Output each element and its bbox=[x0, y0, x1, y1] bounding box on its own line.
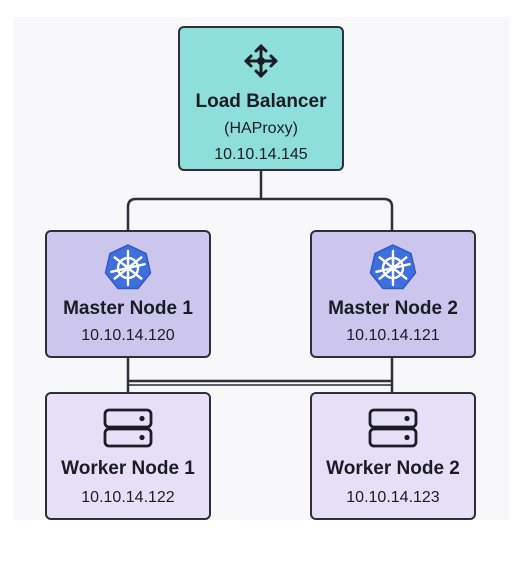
server-icon bbox=[103, 408, 153, 448]
load-balancer-subtitle: (HAProxy) bbox=[224, 120, 298, 137]
worker-node-1[interactable]: Worker Node 1 10.10.14.122 bbox=[45, 392, 211, 520]
load-balancer-title: Load Balancer bbox=[195, 91, 327, 112]
server-icon bbox=[368, 408, 418, 448]
load-balancer-ip: 10.10.14.145 bbox=[214, 146, 308, 163]
worker-node-2-ip: 10.10.14.123 bbox=[346, 489, 440, 506]
master-node-2[interactable]: Master Node 2 10.10.14.121 bbox=[310, 230, 476, 358]
worker-node-1-title: Worker Node 1 bbox=[61, 458, 195, 479]
master-node-2-ip: 10.10.14.121 bbox=[346, 327, 440, 344]
worker-node-1-ip: 10.10.14.122 bbox=[81, 489, 175, 506]
load-balancer-node[interactable]: Load Balancer (HAProxy) 10.10.14.145 bbox=[178, 26, 344, 171]
kubernetes-icon bbox=[104, 244, 152, 290]
worker-node-2[interactable]: Worker Node 2 10.10.14.123 bbox=[310, 392, 476, 520]
master-node-2-title: Master Node 2 bbox=[328, 298, 458, 319]
master-node-1[interactable]: Master Node 1 10.10.14.120 bbox=[45, 230, 211, 358]
master-node-1-ip: 10.10.14.120 bbox=[81, 327, 175, 344]
move-arrows-icon bbox=[244, 44, 278, 78]
master-node-1-title: Master Node 1 bbox=[63, 298, 193, 319]
kubernetes-icon bbox=[369, 244, 417, 290]
worker-node-2-title: Worker Node 2 bbox=[326, 458, 460, 479]
lb-to-master-2-line bbox=[261, 197, 394, 230]
lb-to-master-1-line bbox=[126, 197, 261, 230]
